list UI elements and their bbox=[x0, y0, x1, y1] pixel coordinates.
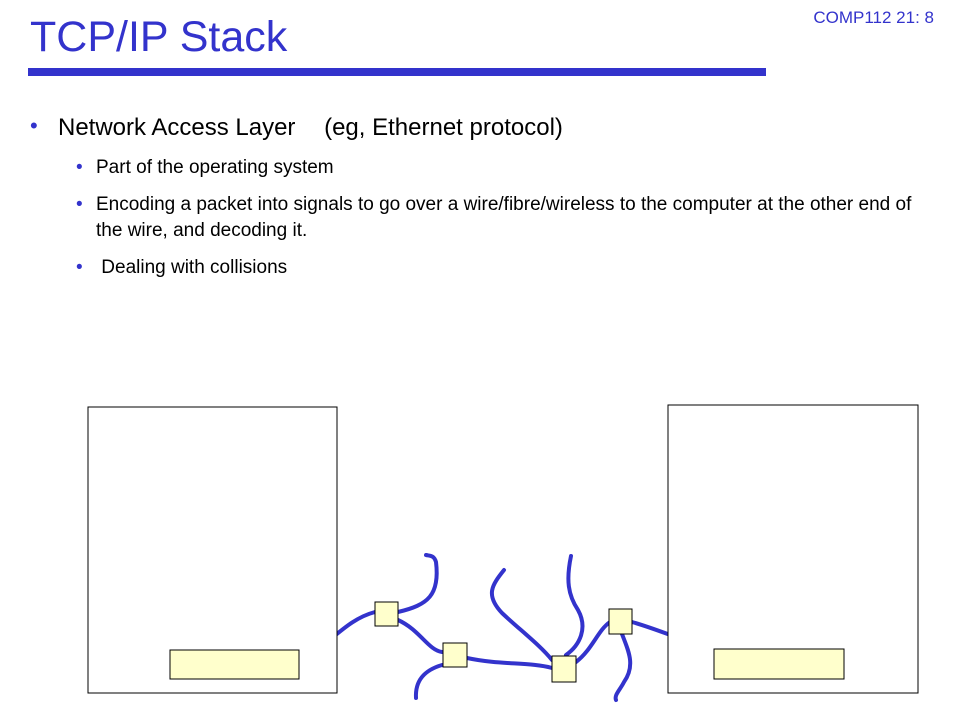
sub-bullet-text: Part of the operating system bbox=[96, 157, 334, 179]
left-computer-box bbox=[87, 406, 338, 694]
title-underline bbox=[28, 68, 766, 76]
bullet-list: • Network Access Layer (eg, Ethernet pro… bbox=[30, 112, 930, 292]
right-network-card bbox=[713, 648, 845, 680]
sub-bullet-text: Encoding a packet into signals to go ove… bbox=[96, 194, 912, 241]
sub-bullet-dot: • bbox=[76, 194, 83, 216]
slide-title: TCP/IP Stack bbox=[30, 13, 288, 61]
wire-node-1-up bbox=[396, 553, 439, 614]
bullet-dot: • bbox=[30, 113, 38, 138]
wire-branch-to-node-3 bbox=[489, 568, 554, 662]
network-node-2 bbox=[442, 642, 468, 668]
sub-bullet-list: • Part of the operating system • Encodin… bbox=[76, 155, 930, 280]
sub-bullet-encoding: • Encoding a packet into signals to go o… bbox=[76, 192, 930, 243]
wire-node-4-down bbox=[613, 632, 633, 702]
sub-bullet-dot: • bbox=[76, 157, 83, 179]
sub-bullet-dot: • bbox=[76, 256, 83, 278]
network-node-1 bbox=[374, 601, 399, 627]
sub-bullet-collisions: • Dealing with collisions bbox=[76, 255, 930, 280]
right-computer-box bbox=[667, 404, 919, 694]
network-node-4 bbox=[608, 608, 633, 635]
wire-node-2-down bbox=[413, 663, 444, 700]
wire-vertical-to-node-3 bbox=[564, 554, 585, 657]
slide-number: COMP112 21: 8 bbox=[813, 8, 934, 27]
left-network-card bbox=[169, 649, 300, 680]
bullet-network-access-layer: • Network Access Layer (eg, Ethernet pro… bbox=[30, 112, 930, 143]
sub-bullet-text: Dealing with collisions bbox=[96, 256, 288, 278]
bullet-label: Network Access Layer bbox=[58, 114, 296, 141]
wire-node-2-to-node-3 bbox=[465, 656, 554, 670]
network-node-3 bbox=[551, 655, 577, 683]
sub-bullet-operating-system: • Part of the operating system bbox=[76, 155, 930, 180]
wire-node-3-to-node-4 bbox=[574, 620, 612, 664]
wire-node-1-to-node-2 bbox=[396, 618, 444, 654]
bullet-note: (eg, Ethernet protocol) bbox=[324, 114, 563, 141]
